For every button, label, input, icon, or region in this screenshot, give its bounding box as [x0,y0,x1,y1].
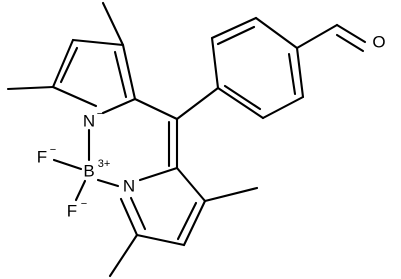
bond [182,199,207,247]
benzene-ring [175,16,305,121]
bond [51,38,75,89]
carbonyl-double-bond [335,23,367,44]
bond [175,86,220,121]
bond [52,158,83,171]
atom-n-bottom: N [123,177,135,196]
methyl-bond [108,233,139,278]
bond [74,179,87,202]
bond [216,86,265,120]
bond [51,85,98,108]
bond [287,52,297,96]
bond [71,38,125,47]
bond [223,84,262,111]
charge-n-top: − [97,108,103,120]
bond [59,46,79,84]
bond [101,97,137,115]
atom-f-2: F [67,202,77,221]
upper-pyrrole-ring [51,38,137,115]
atom-n-top: N [83,112,95,131]
bond [121,43,137,101]
atom-f-1: F [37,148,47,167]
bond [135,233,186,247]
lower-pyrrole-ring [119,166,207,247]
charge-b: 3+ [98,158,111,170]
bond [133,97,179,121]
bond [113,50,128,99]
bond [129,196,147,231]
bond [216,25,256,46]
bond [210,36,220,90]
bond [295,46,305,99]
bond [138,166,179,182]
charge-f-2: − [81,198,87,210]
bond [119,197,139,237]
atom-o: O [372,33,385,52]
bond [261,95,305,120]
bond [96,178,120,188]
methyl-bond [6,85,55,91]
bond [210,16,258,40]
charge-f-1: − [50,144,56,156]
carbonyl-double-bond [335,33,365,53]
bond [176,201,198,241]
methyl-bond [101,1,125,47]
bond [175,166,207,203]
bond [254,16,299,50]
aldehyde-bond [295,23,339,50]
methyl-bond [203,186,259,203]
atom-b: B [83,162,94,181]
